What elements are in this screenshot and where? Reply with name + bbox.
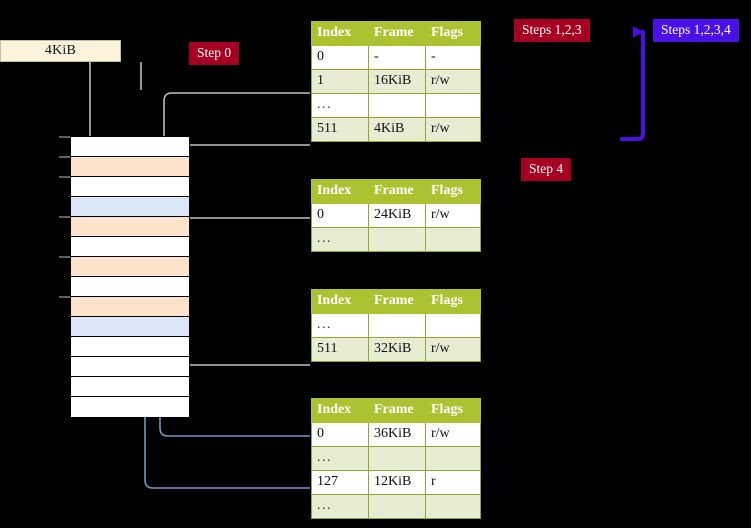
table-row: ...	[311, 494, 481, 519]
memory-row	[71, 177, 189, 197]
memory-row	[71, 377, 189, 397]
column-header-flags: Flags	[425, 21, 481, 46]
column-header-flags: Flags	[425, 179, 481, 204]
column-header-frame: Frame	[368, 21, 426, 46]
table-cell: 1	[311, 69, 369, 94]
table-cell: r/w	[425, 203, 481, 228]
memory-row	[71, 317, 189, 337]
memory-row	[71, 357, 189, 377]
badge-step-4: Step 4	[521, 158, 572, 181]
table-cell	[368, 446, 426, 471]
table-cell: 127	[311, 470, 369, 495]
table-cell: 12KiB	[368, 470, 426, 495]
memory-row	[71, 237, 189, 257]
table-cell: ...	[311, 446, 369, 471]
table-cell	[368, 227, 426, 252]
table-cell: r/w	[425, 69, 481, 94]
column-header-frame: Frame	[368, 398, 426, 423]
table-cell	[425, 313, 481, 338]
column-header-index: Index	[311, 289, 369, 314]
column-header-index: Index	[311, 179, 369, 204]
badge-steps-123: Steps 1,2,3	[514, 19, 590, 42]
table-cell: ...	[311, 93, 369, 118]
table-cell: ...	[311, 494, 369, 519]
table-cell: r/w	[425, 422, 481, 447]
table-cell	[368, 93, 426, 118]
memory-row	[71, 397, 189, 417]
column-header-frame: Frame	[368, 179, 426, 204]
table-cell: 0	[311, 203, 369, 228]
table-cell	[425, 227, 481, 252]
frame-size-label: 4KiB	[44, 43, 77, 58]
column-header-index: Index	[311, 21, 369, 46]
badge-steps-1234-label: Steps 1,2,3,4	[661, 22, 731, 37]
table-cell: 32KiB	[368, 337, 426, 362]
steps-bracket-arrow	[620, 26, 645, 141]
memory-row	[71, 297, 189, 317]
table-cell: 16KiB	[368, 69, 426, 94]
memory-row	[71, 217, 189, 237]
table-cell	[425, 93, 481, 118]
table-cell: -	[368, 45, 426, 70]
memory-row	[71, 157, 189, 177]
table-cell: ...	[311, 313, 369, 338]
memory-row	[71, 277, 189, 297]
table-cell: r	[425, 470, 481, 495]
table-cell: 0	[311, 422, 369, 447]
table-row: ...	[311, 446, 481, 471]
memory-row	[71, 197, 189, 217]
badge-steps-1234: Steps 1,2,3,4	[653, 19, 739, 42]
badge-step-4-label: Step 4	[529, 161, 564, 176]
table-cell: 4KiB	[368, 117, 426, 142]
table-cell	[425, 446, 481, 471]
badge-step-0: Step 0	[189, 42, 240, 65]
column-header-index: Index	[311, 398, 369, 423]
table-cell: r/w	[425, 337, 481, 362]
table-row: ...	[311, 93, 481, 118]
memory-row	[71, 137, 189, 157]
table-cell	[368, 313, 426, 338]
memory-row	[71, 257, 189, 277]
column-header-frame: Frame	[368, 289, 426, 314]
table-row: 0--	[311, 45, 481, 70]
badge-step-0-label: Step 0	[197, 45, 232, 60]
memory-column	[70, 136, 190, 417]
badge-steps-123-label: Steps 1,2,3	[522, 22, 582, 37]
table-cell: 511	[311, 337, 369, 362]
memory-row	[71, 337, 189, 357]
column-header-flags: Flags	[425, 289, 481, 314]
table-cell: 24KiB	[368, 203, 426, 228]
table-cell: -	[425, 45, 481, 70]
table-cell	[368, 494, 426, 519]
table-row: ...	[311, 313, 481, 338]
column-header-flags: Flags	[425, 398, 481, 423]
table-cell: 36KiB	[368, 422, 426, 447]
frame-size-box: 4KiB	[0, 40, 121, 62]
table-cell: r/w	[425, 117, 481, 142]
table-cell: ...	[311, 227, 369, 252]
table-cell: 0	[311, 45, 369, 70]
table-cell	[425, 494, 481, 519]
table-cell: 511	[311, 117, 369, 142]
table-row: ...	[311, 227, 481, 252]
